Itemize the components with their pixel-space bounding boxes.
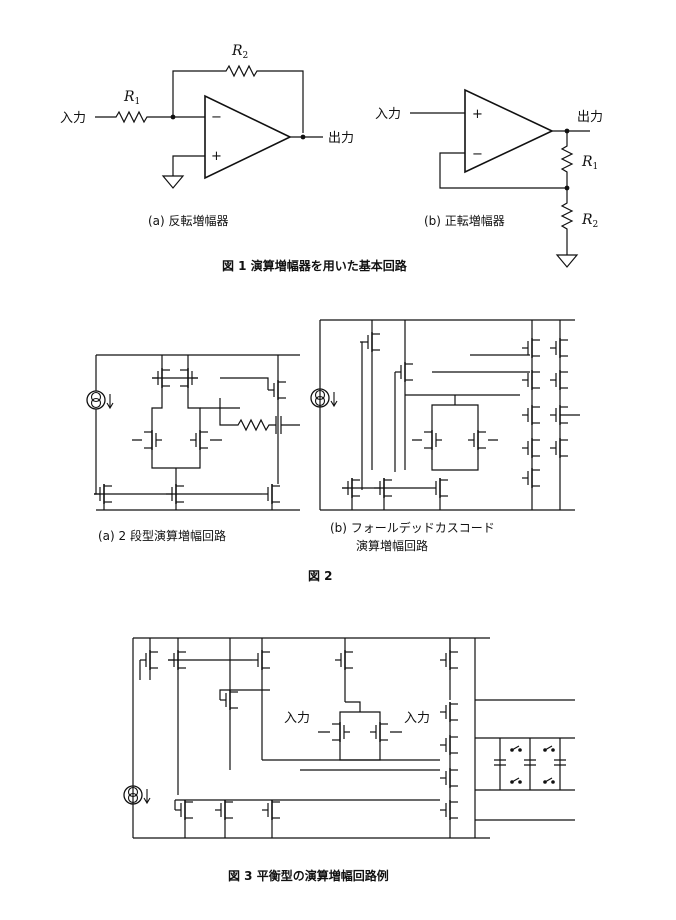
fig1a-inverting-amplifier: 入力 出力 R1 R2 − + (a) 反転増幅器	[60, 43, 354, 228]
fig1b-output-label: 出力	[577, 110, 603, 125]
fig3-input-left-label: 入力	[284, 711, 310, 726]
fig1b-caption: (b) 正転増幅器	[424, 213, 505, 228]
fig1a-input-label: 入力	[60, 111, 86, 126]
fig2b-folded-cascode-opamp	[310, 319, 580, 511]
fig2b-caption-line2: 演算増幅回路	[356, 538, 428, 553]
fig2-caption: 図 2	[308, 569, 333, 583]
fig1a-output-label: 出力	[328, 131, 354, 146]
fig1b-minus-sign: −	[472, 147, 483, 162]
fig1a-minus-sign: −	[211, 110, 222, 125]
fig1b-noninverting-amplifier: 入力 出力 R1 R2 + − (b) 正転増幅器	[375, 88, 603, 268]
fig1a-r1-label: R1	[123, 89, 140, 107]
fig1a-caption: (a) 反転増幅器	[148, 213, 229, 228]
fig3-caption: 図 3 平衡型の演算増幅回路例	[228, 868, 389, 883]
fig1b-r1-label: R1	[581, 154, 598, 172]
fig2b-caption-line1: (b) フォールデッドカスコード	[330, 520, 495, 535]
fig3-input-right-label: 入力	[404, 711, 430, 726]
fig1a-plus-sign: +	[211, 149, 222, 164]
fig2a-caption: (a) 2 段型演算増幅回路	[98, 528, 226, 543]
fig1b-r2-label: R2	[581, 212, 598, 230]
fig3-balanced-opamp	[123, 637, 575, 839]
fig1b-input-label: 入力	[375, 107, 401, 122]
fig1a-r2-label: R2	[231, 43, 248, 61]
fig1-caption: 図 1 演算増幅器を用いた基本回路	[222, 258, 408, 273]
fig1b-plus-sign: +	[472, 107, 483, 122]
fig2a-two-stage-opamp	[86, 354, 300, 511]
